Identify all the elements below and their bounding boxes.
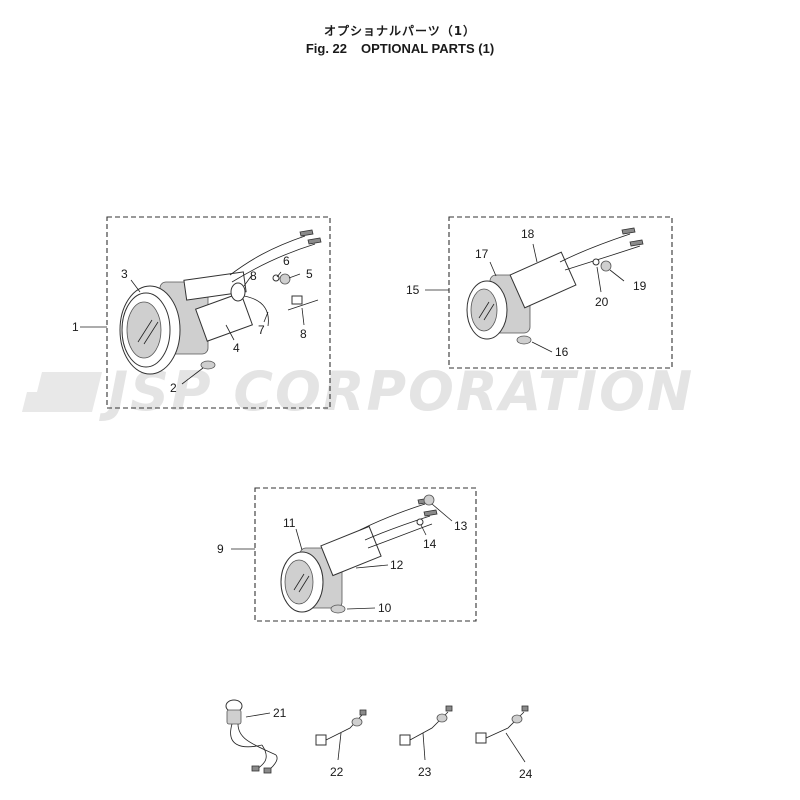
callout-3: 3 (121, 267, 128, 281)
callout-22: 22 (330, 765, 344, 779)
callout-15: 15 (406, 283, 420, 297)
watermark-text: JSP CORPORATION (108, 360, 695, 423)
title-english-line: Fig. 22 OPTIONAL PARTS (1) (0, 41, 800, 56)
watermark-logo-icon (22, 372, 102, 412)
callout-5: 5 (306, 267, 313, 281)
callout-23: 23 (418, 765, 432, 779)
callout-4: 4 (233, 341, 240, 355)
harness-22-icon (315, 709, 367, 746)
harness-24-icon (475, 705, 529, 744)
harness-23-icon (399, 705, 453, 746)
callout-11: 11 (283, 516, 296, 530)
callout-12: 12 (390, 558, 404, 572)
title-japanese: オプショナルパーツ（1） (323, 24, 477, 38)
title-english: OPTIONAL PARTS (1) (361, 41, 495, 56)
group-15-frame (448, 216, 673, 369)
callout-16: 16 (555, 345, 569, 359)
figure-number: Fig. 22 (305, 41, 348, 56)
tachometer-1-icon (119, 229, 322, 375)
callout-21: 21 (273, 706, 287, 720)
callout-6: 6 (283, 254, 290, 268)
callout-2: 2 (170, 381, 177, 395)
callout-18: 18 (521, 227, 535, 241)
hour-meter-15-icon (466, 227, 644, 345)
group-9-frame (254, 487, 477, 622)
meter-9-icon (280, 494, 438, 614)
callout-1: 1 (72, 320, 79, 334)
figure-header: オプショナルパーツ（1） Fig. 22 OPTIONAL PARTS (1) (0, 22, 800, 56)
group-1-frame (106, 216, 331, 409)
callout-24: 24 (519, 767, 533, 781)
key-switch-21-icon (225, 699, 278, 774)
callout-8a: 8 (250, 269, 257, 283)
callout-10: 10 (378, 601, 392, 615)
callout-20: 20 (595, 295, 609, 309)
callout-7: 7 (258, 323, 265, 337)
callout-19: 19 (633, 279, 647, 293)
callout-17: 17 (475, 247, 489, 261)
callout-9: 9 (217, 542, 224, 556)
callout-14: 14 (423, 537, 437, 551)
callout-8b: 8 (300, 327, 307, 341)
callout-13: 13 (454, 519, 468, 533)
